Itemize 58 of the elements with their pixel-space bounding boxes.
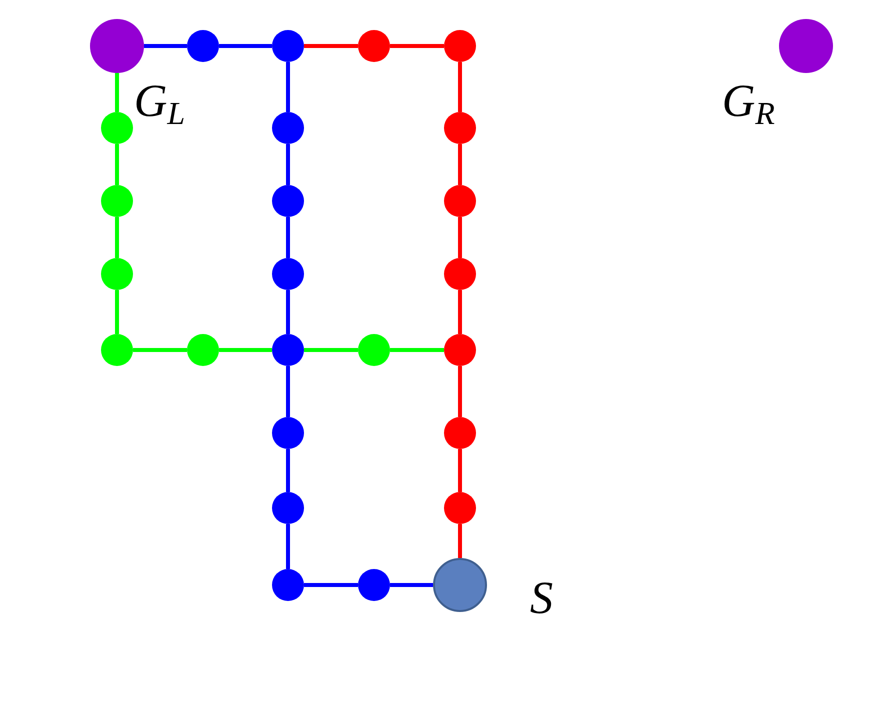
connector-line (304, 44, 358, 48)
connector-line (115, 290, 119, 334)
connector-line (458, 62, 462, 112)
circle-node (272, 185, 304, 217)
circle-node (90, 19, 144, 73)
connector-line (390, 44, 444, 48)
connector-line (286, 449, 290, 492)
connector-line (133, 348, 187, 352)
connector-line (390, 583, 433, 587)
circle-node (272, 417, 304, 449)
connector-line (115, 144, 119, 185)
circle-node (101, 185, 133, 217)
circle-node (101, 258, 133, 290)
circle-node (358, 30, 390, 62)
connector-line (458, 144, 462, 185)
connector-line (458, 366, 462, 417)
connector-line (286, 62, 290, 112)
circle-node (779, 19, 833, 73)
node-label: G$_{L}$ (134, 78, 186, 129)
node-label: S (530, 575, 553, 621)
connector-line (304, 348, 358, 352)
circle-node (444, 185, 476, 217)
circle-node (101, 112, 133, 144)
node-label: G$_{R}$ (722, 78, 775, 129)
circle-node (272, 569, 304, 601)
circle-node (272, 492, 304, 524)
circle-node (444, 112, 476, 144)
circle-node (272, 258, 304, 290)
connector-line (458, 449, 462, 492)
circle-node (444, 492, 476, 524)
circle-node (358, 334, 390, 366)
circle-node (101, 334, 133, 366)
circle-node (187, 334, 219, 366)
circle-node (444, 417, 476, 449)
connector-line (390, 348, 444, 352)
circle-node (358, 569, 390, 601)
circle-node (272, 334, 304, 366)
circle-node (444, 30, 476, 62)
connector-line (286, 217, 290, 258)
connector-line (115, 73, 119, 112)
connector-line (219, 348, 272, 352)
connector-line (144, 44, 187, 48)
connector-line (115, 217, 119, 258)
connector-line (458, 290, 462, 334)
circle-node (187, 30, 219, 62)
circle-node (433, 558, 487, 612)
connector-line (458, 524, 462, 558)
connector-line (304, 583, 358, 587)
connector-line (219, 44, 272, 48)
connector-line (286, 524, 290, 569)
connector-line (458, 217, 462, 258)
circle-node (272, 30, 304, 62)
connector-line (286, 144, 290, 185)
circle-node (272, 112, 304, 144)
circle-node (444, 258, 476, 290)
connector-line (286, 366, 290, 417)
circle-node (444, 334, 476, 366)
connector-line (286, 290, 290, 334)
